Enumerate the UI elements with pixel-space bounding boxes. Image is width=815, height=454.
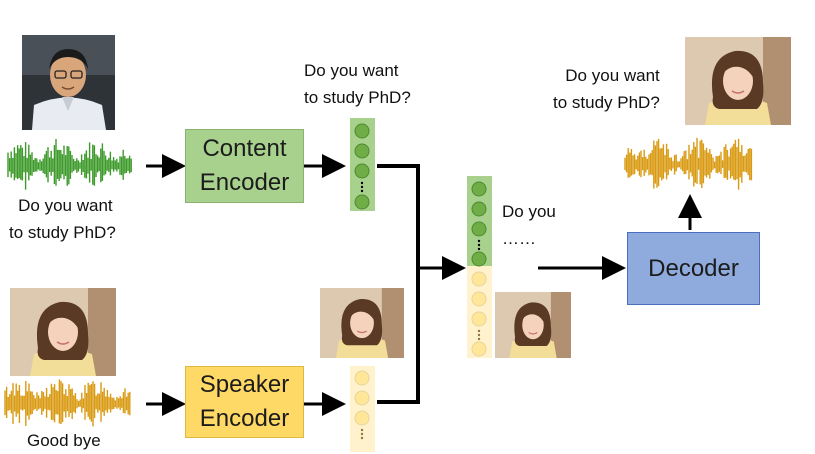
speaker-encoder-label-line2: Encoder	[199, 405, 290, 432]
content-vector-caption: Do you want to study PhD?	[304, 61, 411, 107]
target-speaker-photo	[10, 288, 116, 376]
content-vector-unit	[354, 163, 370, 179]
combined-vector	[467, 176, 492, 358]
output-caption: Do you want to study PhD?	[553, 66, 660, 112]
speaker-encoder-label-line1: Speaker	[199, 371, 290, 398]
output-waveform	[624, 137, 753, 190]
content-vector-unit	[354, 143, 370, 159]
speaker-waveform	[4, 379, 131, 427]
content-encoder-label-line2: Encoder	[199, 169, 290, 196]
speaker-vector-photo	[320, 288, 404, 358]
speaker-source-caption: Good bye	[27, 431, 101, 450]
decoder-box: Decoder	[627, 232, 760, 305]
speaker-vector-unit	[354, 370, 370, 386]
speaker-vector-unit	[354, 410, 370, 426]
speaker-vector	[350, 366, 375, 452]
speaker-vector-unit	[354, 390, 370, 406]
content-vector-unit	[354, 194, 370, 210]
decoder-label: Decoder	[648, 254, 739, 282]
output-speaker-photo	[685, 37, 791, 125]
content-encoder-label-line1: Content	[202, 135, 287, 162]
content-vector	[350, 118, 375, 211]
content-encoder-box: Content Encoder	[185, 129, 304, 203]
content-source-caption: Do you want to study PhD?	[9, 196, 116, 242]
combined-vector-caption: Do you ……	[502, 202, 556, 248]
content-waveform	[7, 139, 132, 190]
merge-connector	[377, 164, 420, 404]
combined-vector-photo	[495, 292, 571, 358]
speaker-encoder-box: Speaker Encoder	[185, 366, 304, 438]
content-vector-unit	[354, 123, 370, 139]
content-speaker-photo	[22, 35, 115, 130]
